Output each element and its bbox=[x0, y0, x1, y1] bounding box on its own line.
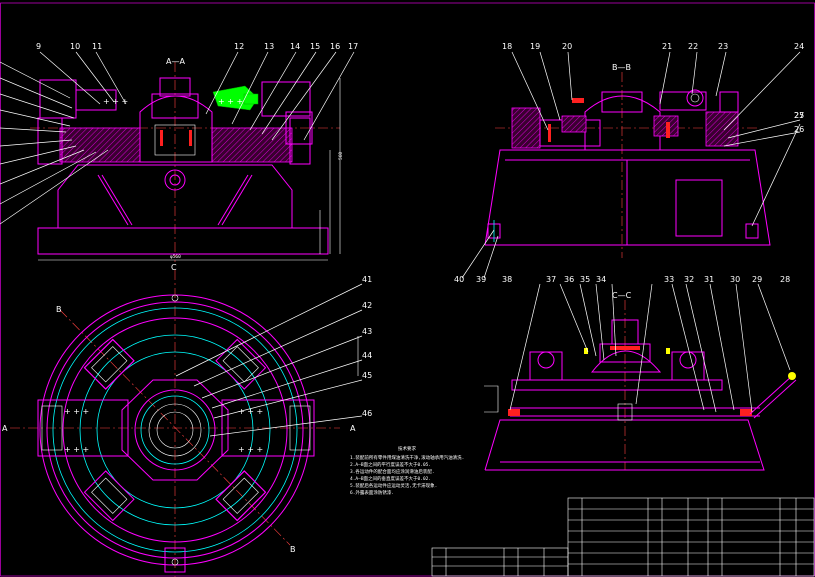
callout-number: 13 bbox=[264, 42, 274, 51]
svg-text:+ + +: + + + bbox=[64, 407, 89, 416]
callout-number: 12 bbox=[234, 42, 244, 51]
section-view-cc bbox=[484, 300, 797, 471]
callout-number: 41 bbox=[362, 275, 372, 284]
callout-number: 28 bbox=[780, 275, 790, 284]
callout-number: 38 bbox=[502, 275, 512, 284]
callout-number: 15 bbox=[310, 42, 320, 51]
callout-number: 20 bbox=[562, 42, 572, 51]
callout-number: 44 bbox=[362, 351, 372, 360]
svg-text:560: 560 bbox=[338, 152, 344, 160]
notes-line: 1.装配前所有零件用煤油清洗干净,滚动轴承用汽油清洗. bbox=[350, 454, 464, 461]
callout-number: 42 bbox=[362, 301, 372, 310]
callout-number: 35 bbox=[580, 275, 590, 284]
plan-leaders bbox=[175, 283, 363, 437]
notes-line: 4.A—B面之间的垂直度误差不大于0.02. bbox=[350, 475, 431, 482]
cut-mark-a-left: A bbox=[2, 424, 8, 433]
cut-mark-a-right: A bbox=[350, 424, 356, 433]
callout-number: 11 bbox=[92, 42, 102, 51]
callout-number: 10 bbox=[70, 42, 80, 51]
callout-number: 23 bbox=[718, 42, 728, 51]
callout-number: 34 bbox=[596, 275, 606, 284]
callout-number: 36 bbox=[564, 275, 574, 284]
callout-number: 24 bbox=[794, 42, 804, 51]
section-label-cc: C—C bbox=[612, 291, 632, 300]
callout-number: 16 bbox=[330, 42, 340, 51]
cc-leaders bbox=[509, 283, 791, 413]
section-label-bb: B—B bbox=[612, 63, 631, 72]
callout-number: 17 bbox=[348, 42, 358, 51]
callout-number: 29 bbox=[752, 275, 762, 284]
callout-numbers: 9 10 11 12 13 14 15 16 17 18 19 20 21 22… bbox=[36, 42, 804, 418]
notes-title: 技术要求 bbox=[398, 445, 416, 452]
notes-line: 2.A—B面之间的平行度误差不大于0.05. bbox=[350, 461, 431, 468]
callout-number: 45 bbox=[362, 371, 372, 380]
parts-list-table bbox=[431, 497, 815, 577]
callout-number: 30 bbox=[730, 275, 740, 284]
svg-text:+ + +: + + + bbox=[218, 97, 243, 106]
section-view-bb bbox=[484, 72, 771, 258]
callout-number: 19 bbox=[530, 42, 540, 51]
callout-number: 43 bbox=[362, 327, 372, 336]
callout-number: 40 bbox=[454, 275, 464, 284]
svg-text:+ + +: + + + bbox=[64, 445, 89, 454]
callout-number: 14 bbox=[290, 42, 300, 51]
notes-line: 6.外露表面涂防锈漆. bbox=[350, 489, 394, 496]
aa-leaders bbox=[0, 51, 355, 225]
callout-number: 37 bbox=[546, 275, 556, 284]
callout-number: 18 bbox=[502, 42, 512, 51]
callout-number: 27 bbox=[794, 111, 804, 120]
callout-number: 33 bbox=[664, 275, 674, 284]
svg-text:+ + +: + + + bbox=[103, 97, 128, 106]
callout-number: 22 bbox=[688, 42, 698, 51]
cut-mark-b-bottom: B bbox=[290, 545, 296, 554]
callout-number: 31 bbox=[704, 275, 714, 284]
callout-number: 26 bbox=[794, 125, 804, 134]
notes-line: 5.装配后各运动件应运动灵活,无卡滞现象. bbox=[350, 482, 437, 489]
svg-text:+ + +: + + + bbox=[238, 407, 263, 416]
cut-mark-b-top: B bbox=[56, 305, 62, 314]
svg-text:+ + +: + + + bbox=[238, 445, 263, 454]
bb-leaders bbox=[461, 51, 801, 279]
callout-number: 9 bbox=[36, 42, 41, 51]
callout-number: 32 bbox=[684, 275, 694, 284]
callout-number: 46 bbox=[362, 409, 372, 418]
section-view-aa: + + + + + + φ560 560 bbox=[30, 62, 344, 262]
plan-view: + + + + + + + + + + + + bbox=[10, 270, 340, 577]
callout-number: 39 bbox=[476, 275, 486, 284]
section-label-aa: A—A bbox=[166, 57, 185, 66]
technical-notes: 技术要求 1.装配前所有零件用煤油清洗干净,滚动轴承用汽油清洗. 2.A—B面之… bbox=[350, 445, 464, 496]
callout-number: 21 bbox=[662, 42, 672, 51]
callout-number: 25 bbox=[794, 111, 804, 120]
notes-line: 3.各运动件的配合面均应涂润滑油后装配. bbox=[350, 468, 435, 475]
svg-text:φ560: φ560 bbox=[170, 254, 181, 260]
cut-mark-c-top: C bbox=[171, 263, 177, 272]
